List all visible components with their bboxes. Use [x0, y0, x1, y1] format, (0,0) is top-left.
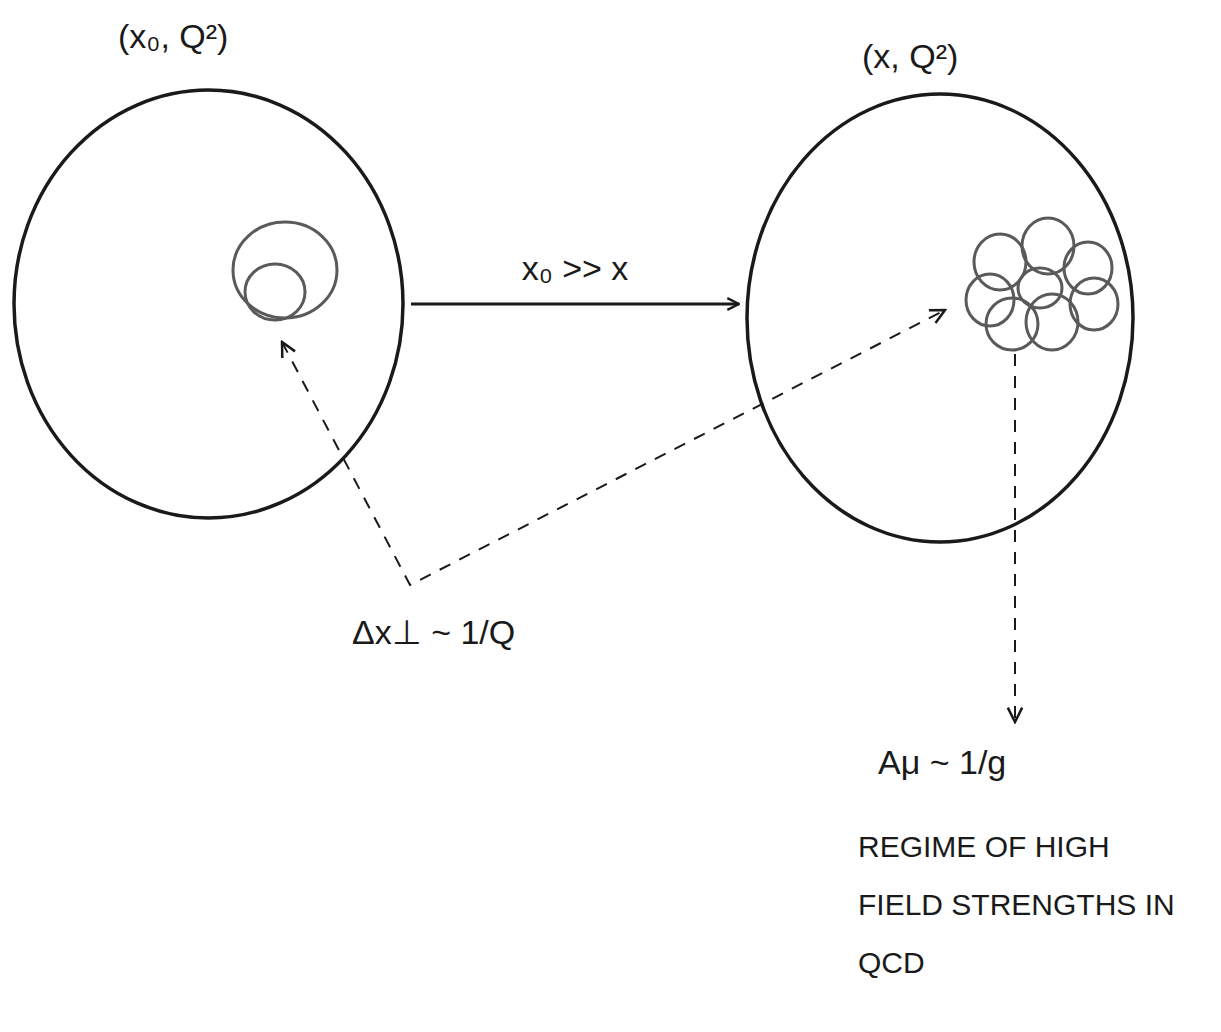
- transverse-size-label: Δx⊥ ~ 1/Q: [352, 612, 515, 653]
- parton-inner-circle: [245, 264, 305, 320]
- hadron-circle: (x, Q²): [745, 92, 1135, 544]
- field-leader-line: [1014, 354, 1016, 722]
- regime-note: REGIME OF HIGH FIELD STRENGTHS IN QCD: [858, 818, 1203, 992]
- hadron-circle: (x₀, Q²): [12, 88, 405, 520]
- kinematics-heading: (x, Q²): [862, 36, 958, 77]
- circle-outline: [745, 92, 1135, 544]
- parton-spot-small-x0: [233, 222, 337, 320]
- kinematics-heading: (x₀, Q²): [118, 16, 228, 57]
- gluon-circle: [1026, 294, 1078, 350]
- circle-outline-shape: [747, 94, 1133, 542]
- size-leader-line: [282, 310, 945, 585]
- gluon-cluster: [966, 218, 1118, 350]
- gluon-circle: [966, 274, 1014, 326]
- gluon-circle: [1022, 218, 1074, 274]
- transition-arrow: [411, 303, 739, 306]
- gluon-circle: [1064, 242, 1112, 294]
- circle-outline: [12, 88, 405, 520]
- edge-label: x₀ >> x: [518, 249, 633, 288]
- gluon-circle: [1018, 268, 1062, 308]
- circle-outline-shape: [14, 90, 403, 518]
- field-strength-formula: Aμ ~ 1/g: [878, 742, 1006, 783]
